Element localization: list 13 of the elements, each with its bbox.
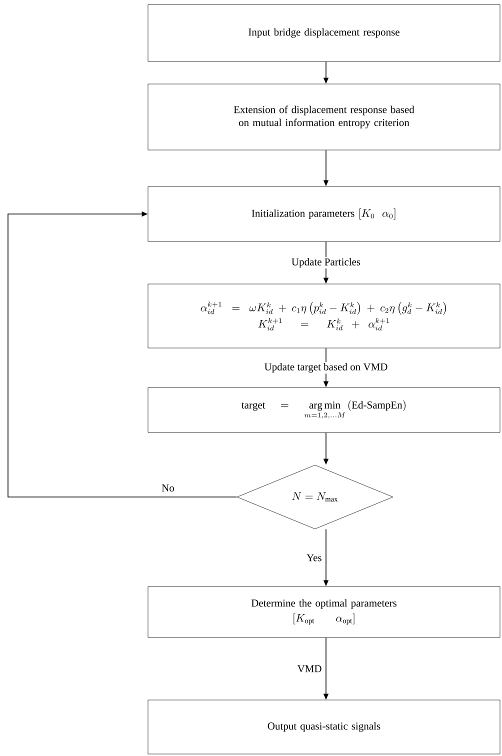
process-box: Determine the optimal parameters $[K_{\mathrm{opt}}\qquad \alpha_{\mathrm{opt}}]$	[148, 586, 500, 638]
process-box: $\alpha_{id}^{k+1}=\omega K_{id}^{k}+c_1\eta\left(p_{id}^{k}-K_{id}^{k}\right)+c_2\eta\left(g_{d}^{k}-K_{id}^{k}\right)$ $K_{id}^{k+1}=K_{id}^{k}+\alpha_{id}^{k+1}$	[148, 284, 500, 348]
edge-label: Update Particles	[290, 257, 362, 269]
process-box: $\mathrm{target}=\mathop{\mathrm{arg\,min}}\limits_{m=1,2,\ldots M}\left(\mathrm{Ed\text{-}SampEn}\right)$	[148, 387, 500, 433]
edge-label: Update target based on VMD	[263, 362, 389, 374]
edge-label: Yes	[306, 554, 322, 562]
process-box: Extension of displacement response based on mutual information entropy criterion	[148, 84, 500, 150]
edge-label: No	[162, 484, 174, 492]
edge-label: VMD	[297, 665, 322, 672]
process-box: Initialization parameters $[K_0\ \ \alpha_0]$	[148, 186, 500, 242]
process-box: Output quasi-static signals	[148, 700, 500, 754]
arrow	[8, 211, 238, 498]
process-box: Input bridge displacement response	[148, 4, 500, 62]
